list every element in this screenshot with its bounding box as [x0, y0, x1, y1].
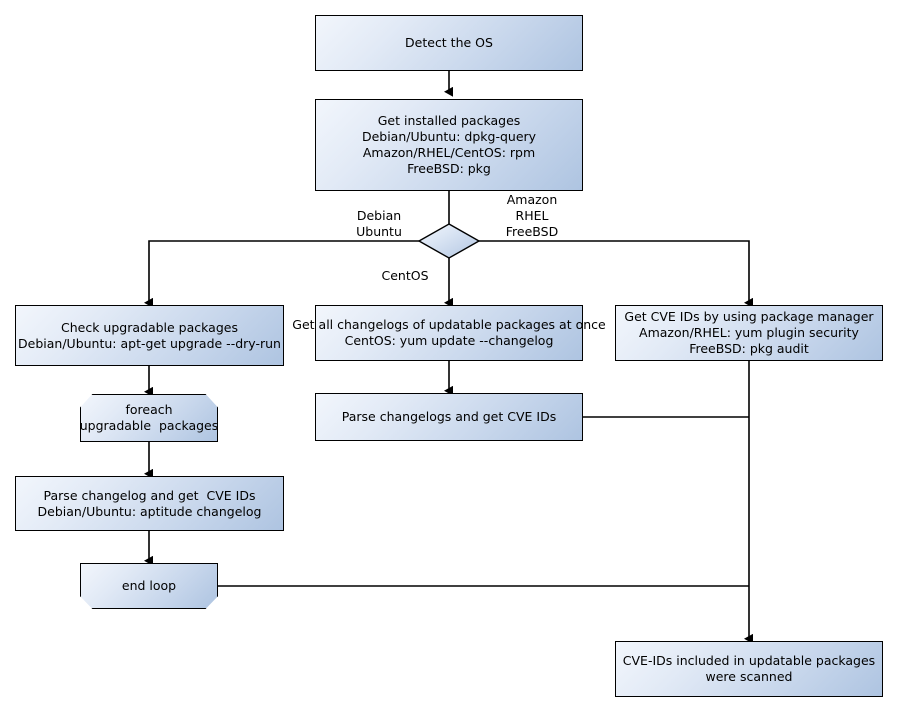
node-detect-os[interactable]: Detect the OS — [315, 15, 583, 71]
node-parse-changelog-cve[interactable]: Parse changelog and get CVE IDs Debian/U… — [15, 476, 284, 531]
node-scanned-result-label: CVE-IDs included in updatable packages w… — [622, 653, 876, 684]
edge-label-amazon-rhel-freebsd: Amazon RHEL FreeBSD — [489, 192, 575, 240]
edge-label-debian-ubuntu: Debian Ubuntu — [345, 208, 413, 240]
node-get-installed-packages-label: Get installed packages Debian/Ubuntu: dp… — [361, 113, 537, 176]
node-foreach-upgradable-label: foreach upgradable packages — [79, 402, 219, 433]
node-detect-os-label: Detect the OS — [405, 35, 493, 50]
edge-label-debian-ubuntu-text: Debian Ubuntu — [356, 208, 402, 239]
node-check-upgradable-packages-label: Check upgradable packages Debian/Ubuntu:… — [18, 319, 281, 351]
edge-label-centos: CentOS — [372, 268, 438, 284]
node-get-all-changelogs-label: Get all changelogs of updatable packages… — [292, 317, 606, 348]
node-foreach-upgradable[interactable]: foreach upgradable packages — [80, 394, 218, 442]
node-parse-changelog-cve-label: Parse changelog and get CVE IDs Debian/U… — [37, 487, 262, 519]
edge-label-amazon-rhel-freebsd-text: Amazon RHEL FreeBSD — [505, 192, 559, 239]
node-end-loop[interactable]: end loop — [80, 563, 218, 609]
edge-label-centos-text: CentOS — [381, 268, 429, 283]
node-end-loop-label: end loop — [121, 578, 177, 593]
node-get-cve-ids-pkgmgr-label: Get CVE IDs by using package manager Ama… — [624, 309, 874, 356]
node-check-upgradable-packages[interactable]: Check upgradable packages Debian/Ubuntu:… — [15, 305, 284, 366]
node-get-installed-packages[interactable]: Get installed packages Debian/Ubuntu: dp… — [315, 99, 583, 191]
node-parse-changelogs-cve-label: Parse changelogs and get CVE IDs — [341, 409, 557, 424]
node-parse-changelogs-cve[interactable]: Parse changelogs and get CVE IDs — [315, 393, 583, 441]
node-get-all-changelogs[interactable]: Get all changelogs of updatable packages… — [292, 305, 606, 361]
node-os-decision[interactable] — [419, 224, 479, 258]
node-get-cve-ids-pkgmgr[interactable]: Get CVE IDs by using package manager Ama… — [615, 305, 883, 361]
edge-decision-right-branch — [479, 240, 753, 308]
node-scanned-result[interactable]: CVE-IDs included in updatable packages w… — [615, 641, 883, 697]
